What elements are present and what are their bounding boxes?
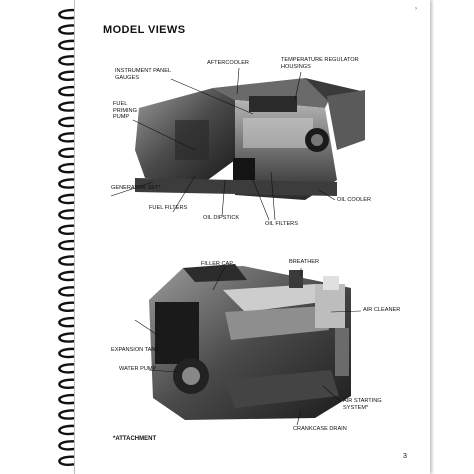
label-instrument-panel-gauges: INSTRUMENT PANEL GAUGES — [115, 68, 172, 81]
corner-mark: › — [415, 6, 417, 12]
label-filler-cap: FILLER CAP — [201, 261, 234, 267]
label-oil-cooler: OIL COOLER — [337, 197, 371, 203]
page-title: MODEL VIEWS — [103, 24, 186, 36]
label-water-pump: WATER PUMP — [119, 366, 157, 372]
page-number: 3 — [403, 453, 407, 460]
label-fuel-priming-pump: FUEL PRIMING PUMP — [113, 101, 137, 121]
label-crankcase-drain: CRANKCASE DRAIN — [293, 426, 347, 432]
label-temperature-regulator-housings: TEMPERATURE REGULATOR HOUSINGS — [281, 57, 359, 70]
leader-lines — [110, 67, 362, 426]
generator-set-photo — [135, 78, 365, 200]
manual-page: › MODEL VIEWS — [74, 0, 430, 474]
marine-engine-photo — [149, 264, 351, 420]
attachment-footnote: *ATTACHMENT — [113, 436, 157, 442]
label-breather: BREATHER — [289, 259, 320, 265]
label-air-cleaner: AIR CLEANER — [363, 307, 401, 313]
label-aftercooler: AFTERCOOLER — [207, 60, 249, 66]
label-expansion-tank: EXPANSION TANK — [111, 347, 160, 353]
label-fuel-filters: FUEL FILTERS — [149, 205, 188, 211]
label-oil-dipstick: OIL DIPSTICK — [203, 215, 240, 221]
label-air-starting-system: AIR STARTING SYSTEM* — [343, 398, 382, 411]
label-oil-filters: OIL FILTERS — [265, 221, 298, 227]
engine-illustrations — [110, 67, 365, 426]
label-generator-set: GENERATOR SET* — [111, 185, 161, 191]
